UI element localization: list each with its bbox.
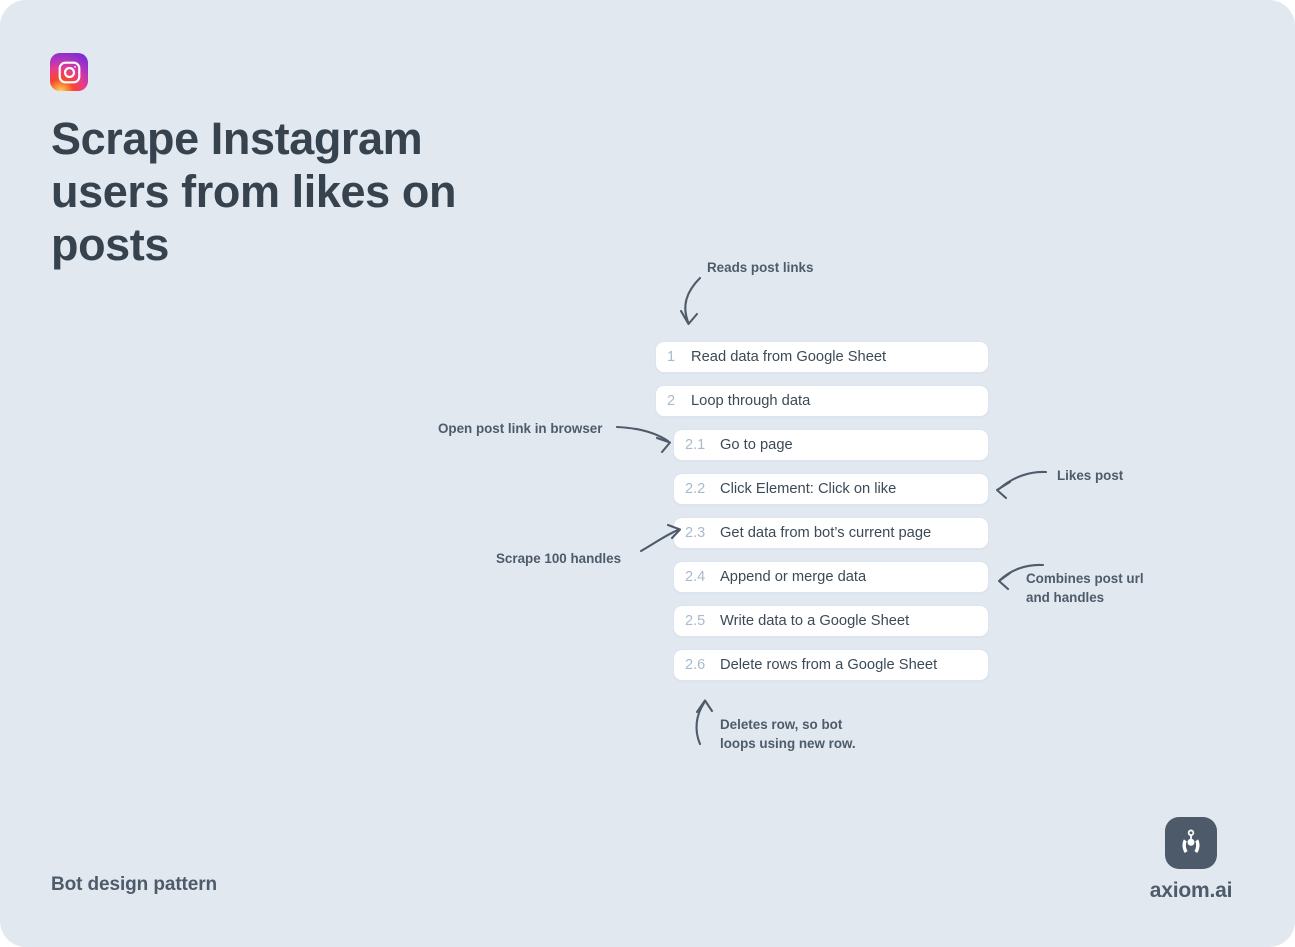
step-number: 1: [667, 349, 676, 365]
instagram-icon: [50, 53, 88, 91]
step-row[interactable]: 2.3 Get data from bot’s current page: [673, 517, 989, 549]
step-number: 2.5: [685, 613, 706, 629]
step-number: 2.4: [685, 569, 706, 585]
footer-label: Bot design pattern: [51, 874, 218, 895]
annotation-deletes-row: Deletes row, so bot loops using new row.: [720, 717, 856, 751]
step-label: Get data from bot’s current page: [720, 525, 932, 541]
step-label: Loop through data: [691, 393, 811, 409]
annotation-combines: Combines post url and handles: [1026, 571, 1144, 605]
step-label: Delete rows from a Google Sheet: [720, 657, 938, 673]
annotation-open-post-link: Open post link in browser: [438, 421, 603, 436]
arrow-reads-post-links: [679, 276, 702, 326]
step-label: Go to page: [720, 437, 793, 453]
annotation-scrape-handles: Scrape 100 handles: [496, 551, 622, 566]
robot-claw-icon: [1165, 817, 1217, 869]
step-row[interactable]: 2.6 Delete rows from a Google Sheet: [673, 649, 989, 681]
step-label: Click Element: Click on like: [720, 481, 897, 497]
bot-steps-list: 1 Read data from Google Sheet 2 Loop thr…: [655, 341, 989, 693]
step-row[interactable]: 1 Read data from Google Sheet: [655, 341, 989, 373]
step-label: Append or merge data: [720, 569, 867, 585]
arrow-likes-post: [995, 470, 1048, 500]
annotation-reads-post-links: Reads post links: [707, 260, 814, 275]
brand-name: axiom.ai: [1149, 879, 1233, 902]
step-row[interactable]: 2.4 Append or merge data: [673, 561, 989, 593]
brand-block: axiom.ai: [1131, 817, 1251, 903]
step-row[interactable]: 2.5 Write data to a Google Sheet: [673, 605, 989, 637]
step-number: 2.2: [685, 481, 706, 497]
arrow-deletes-row: [695, 699, 714, 746]
step-number: 2.6: [685, 657, 706, 673]
annotation-likes-post: Likes post: [1057, 468, 1124, 483]
step-row[interactable]: 2 Loop through data: [655, 385, 989, 417]
step-number: 2: [667, 393, 676, 409]
step-row[interactable]: 2.2 Click Element: Click on like: [673, 473, 989, 505]
page-title: Scrape Instagram users from likes on pos…: [51, 113, 457, 270]
step-label: Write data to a Google Sheet: [720, 613, 910, 629]
step-number: 2.1: [685, 437, 706, 453]
step-label: Read data from Google Sheet: [691, 349, 887, 365]
step-number: 2.3: [685, 525, 706, 541]
step-row[interactable]: 2.1 Go to page: [673, 429, 989, 461]
